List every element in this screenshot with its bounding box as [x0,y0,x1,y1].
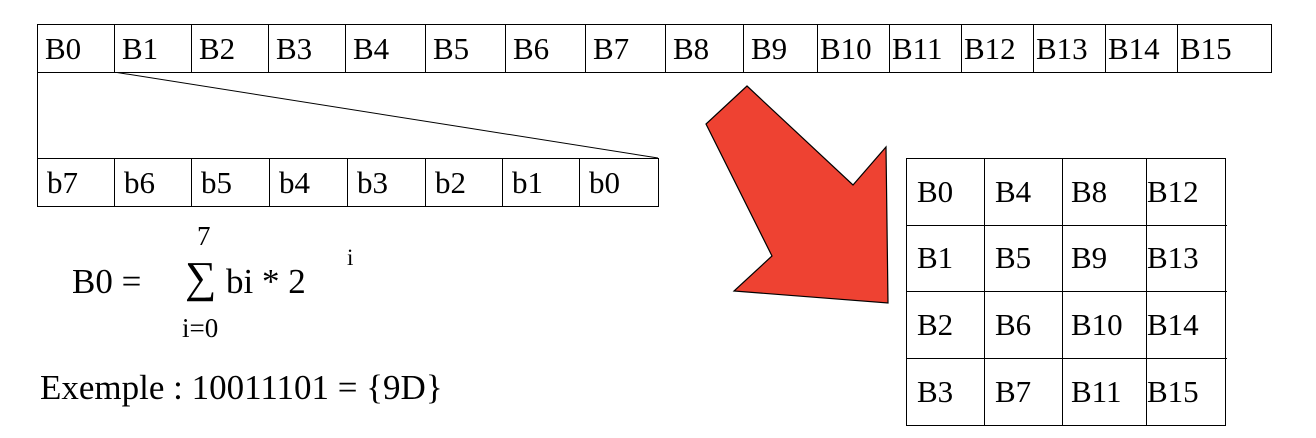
byte-cell: B7 [586,25,666,72]
state-cell: B2 [907,292,985,359]
byte-cell: B15 [1180,31,1232,66]
bit-cell: b4 [270,159,348,206]
formula-exponent: i [347,245,354,270]
formula-lhs: B0 = [72,262,142,301]
byte-cell: B3 [269,25,346,72]
byte-cell: B12 [962,25,1034,72]
state-cell: B14 [1147,292,1227,359]
byte-cell: B2 [192,25,269,72]
byte-cell: B0 [38,25,115,72]
bit-cell: b1 [503,159,580,206]
byte-cell: B6 [506,25,586,72]
state-cell: B11 [1063,358,1147,425]
formula-body: bi * 2 [226,262,306,301]
state-cell: B4 [985,159,1063,226]
bit-cell: b7 [38,159,115,206]
state-cell: B9 [1063,225,1147,292]
byte-cell: B4 [346,25,426,72]
byte-cell: B14 [1106,25,1178,72]
connector-diagonal-line [113,72,659,159]
state-cell: B12 [1147,159,1227,226]
byte-cell: B11 [890,25,962,72]
state-cell: B0 [907,159,985,226]
byte-expansion-connector [37,72,659,162]
bit-cell: b2 [426,159,503,206]
state-cell: B5 [985,225,1063,292]
byte-cell: B8 [666,25,744,72]
state-cell: B15 [1147,373,1199,409]
example-text: Exemple : 10011101 = {9D} [40,368,443,407]
byte-cell: B9 [744,25,818,72]
byte-cell: B10 [818,25,890,72]
state-cell: B3 [907,358,985,425]
summation-upper-limit: 7 [197,221,211,251]
red-arrow-icon [705,85,889,304]
byte-sequence-row: B0 B1 B2 B3 B4 B5 B6 B7 B8 B9 B10 B11 B1… [37,24,1272,73]
byte-cell: B5 [426,25,506,72]
state-matrix-grid: B0 B4 B8 B12 B1 B5 B9 B13 B2 B6 B10 B14 … [906,158,1227,426]
state-cell: B8 [1063,159,1147,226]
bit-cell: b0 [589,165,620,200]
byte-cell: B13 [1034,25,1106,72]
state-cell: B6 [985,292,1063,359]
bit-cell: b6 [115,159,192,206]
bit-cell: b3 [348,159,426,206]
state-cell: B1 [907,225,985,292]
summation-symbol: ∑ [185,253,217,302]
byte-cell: B1 [115,25,192,72]
state-cell: B13 [1147,226,1227,292]
arrow-shape [705,85,889,304]
state-cell: B7 [985,358,1063,425]
bit-sequence-row: b7 b6 b5 b4 b3 b2 b1 b0 [37,158,659,207]
bit-cell: b5 [192,159,270,206]
summation-lower-limit: i=0 [182,313,219,343]
state-cell: B10 [1063,292,1147,359]
